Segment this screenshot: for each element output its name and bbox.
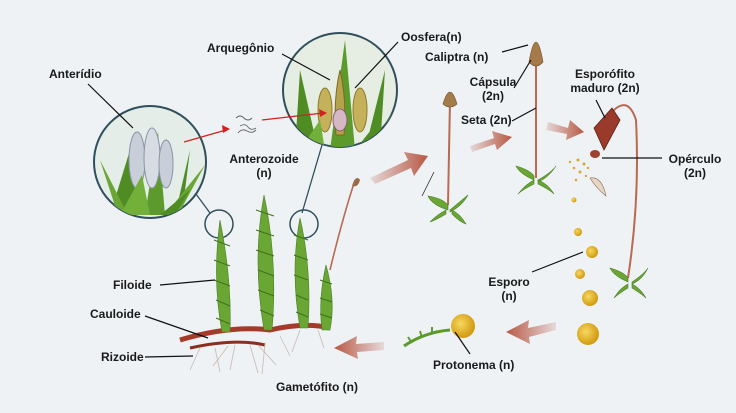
label-capsula-line1: Cápsula	[469, 75, 517, 89]
label-anterozoide: Anterozoide (n)	[224, 152, 304, 180]
label-esporofito-maduro: Esporófito maduro (2n)	[560, 67, 650, 95]
protonema	[403, 314, 475, 348]
label-esporo: Esporo (n)	[486, 275, 532, 303]
label-anterozoide-line1: Anterozoide	[229, 152, 299, 166]
fertilization-arrows	[183, 109, 327, 143]
cycle-arrow-gametophyte-to-sporophyte	[370, 152, 428, 184]
gametophyte-plants	[179, 178, 360, 375]
label-esporo-line2: (n)	[501, 289, 517, 303]
cycle-arrow-protonema-to-gametophyte	[334, 336, 384, 359]
leader-lines	[87, 41, 662, 358]
archegonium-inset	[282, 32, 398, 148]
label-esporo-line1: Esporo	[488, 275, 530, 289]
label-operculo: Opérculo (2n)	[664, 152, 726, 180]
label-operculo-line1: Opérculo	[668, 152, 722, 166]
cycle-arrow-spore-to-protonema	[506, 320, 556, 344]
label-seta: Seta (2n)	[461, 113, 512, 127]
archegonium-zoom-circle	[289, 209, 319, 239]
label-anterozoide-line2: (n)	[256, 166, 272, 180]
archegonium-connector-line	[301, 144, 323, 214]
mature-sporophyte	[568, 104, 649, 299]
label-capsula: Cápsula (2n)	[466, 75, 520, 103]
label-arquegonio: Arquegônio	[207, 41, 275, 55]
cycle-arrow-young-to-capsule	[470, 131, 512, 152]
label-operculo-line2: (2n)	[684, 166, 706, 180]
antheridium-inset	[93, 105, 207, 219]
sporophyte-with-capsule	[515, 41, 557, 195]
label-capsula-line2: (2n)	[482, 89, 504, 103]
label-esporofito-line2: maduro (2n)	[570, 81, 640, 95]
label-rizoide: Rizoide	[101, 350, 144, 364]
label-esporofito-line1: Esporófito	[575, 67, 635, 81]
antheridium-connector-line	[195, 193, 211, 214]
label-oosfera: Oosfera(n)	[401, 30, 462, 44]
label-caliptra: Caliptra (n)	[425, 50, 489, 64]
label-gametofito: Gametófito (n)	[276, 380, 358, 394]
cycle-arrow-capsule-to-mature	[546, 120, 584, 140]
young-sporophyte	[421, 91, 469, 225]
label-anteridio: Anterídio	[49, 67, 102, 81]
spores	[571, 197, 599, 345]
label-cauloide: Cauloide	[90, 307, 141, 321]
anterozoid-figure	[235, 115, 257, 134]
label-protonema: Protonema (n)	[433, 358, 515, 372]
label-filoide: Filoide	[113, 278, 152, 292]
